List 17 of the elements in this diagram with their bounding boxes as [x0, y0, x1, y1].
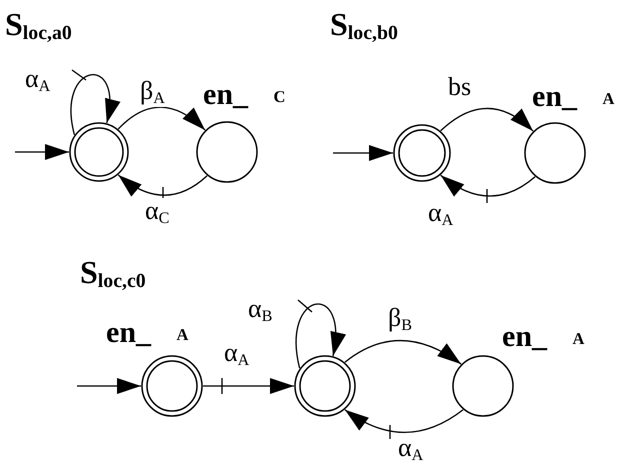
- transition-arrow: [15, 144, 69, 160]
- accepting-state-circle: [294, 355, 356, 417]
- edge-label: β$_{B}$: [388, 305, 412, 334]
- automaton-title: S$_{loc,b0}$: [330, 8, 398, 44]
- transition-arrow: [202, 377, 295, 395]
- transition-arrow: [118, 106, 206, 131]
- transition-arrow: [344, 340, 462, 365]
- edge-label: β$_{A}$: [140, 78, 165, 108]
- transition-arrow: [333, 145, 393, 161]
- automaton-title: S$_{loc,c0}$: [80, 256, 146, 292]
- self-loop-arrow: [296, 299, 344, 369]
- accepting-state-circle: [393, 124, 451, 182]
- transition-arrow: [440, 108, 534, 132]
- automaton-title: S$_{loc,a0}$: [5, 8, 72, 44]
- self-loop-arrow: [70, 69, 119, 136]
- accepting-state-circle: [69, 122, 129, 182]
- transition-arrow: [77, 378, 141, 394]
